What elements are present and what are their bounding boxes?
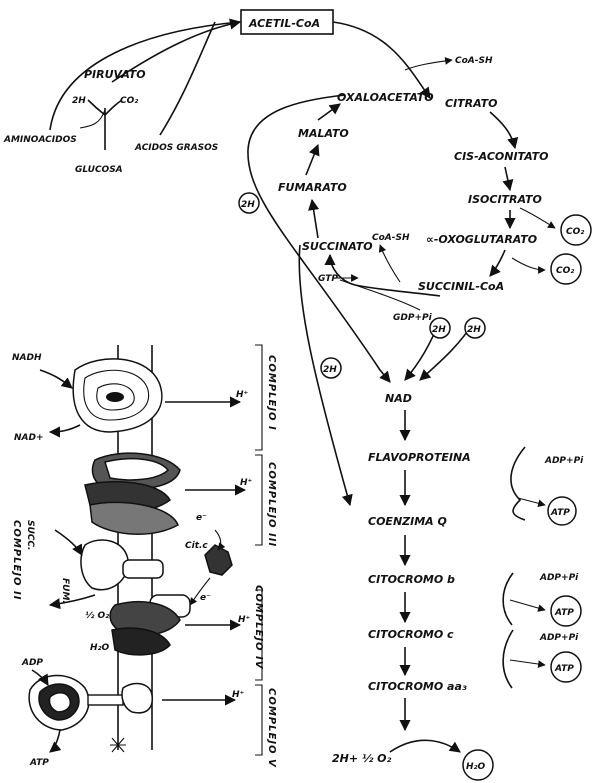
h-plus-i: H⁺ — [236, 390, 249, 400]
svg-text:2H: 2H — [467, 325, 481, 335]
piruvato-label: PIRUVATO — [84, 68, 146, 81]
complejo-iii-label: COMPLEJO III — [266, 462, 277, 547]
nadh-label: NADH — [12, 353, 42, 363]
svg-text:2H: 2H — [432, 325, 446, 335]
citocromo-aa3-label: CITOCROMO aa₃ — [368, 680, 467, 693]
gdp-pi-label: GDP+Pi — [393, 313, 433, 323]
2h-circle-malato: 2H — [239, 193, 259, 213]
fum-label: FUM. — [60, 578, 70, 604]
acetil-coa-label: ACETIL-CoA — [248, 17, 320, 30]
svg-text:ATP: ATP — [554, 664, 574, 674]
aminoacidos-label: AMINOACIDOS — [3, 135, 77, 145]
svg-text:CO₂: CO₂ — [566, 227, 584, 237]
co2-circle-2: CO₂ — [551, 254, 581, 284]
citocromo-b-label: CITOCROMO b — [368, 573, 455, 586]
succinato-label: SUCCINATO — [302, 240, 373, 253]
adp-membrane-label: ADP — [21, 658, 43, 668]
complex-iii-shape — [85, 453, 180, 534]
adp-pi-label-2: ADP+Pi — [539, 573, 579, 583]
svg-text:H₂O: H₂O — [466, 762, 485, 772]
flavoproteina-label: FLAVOPROTEINA — [368, 451, 471, 464]
svg-text:ATP: ATP — [554, 608, 574, 618]
coa-sh-top-label: CoA-SH — [455, 56, 493, 66]
2h-circle-succinato: 2H — [321, 358, 341, 378]
nad-label: NAD — [385, 392, 412, 405]
complejo-v-label: COMPLEJO V — [266, 688, 277, 768]
feeder-pathways: PIRUVATO 2H CO₂ AMINOACIDOS GLUCOSA ACID… — [3, 22, 240, 175]
h-plus-iii: H⁺ — [240, 478, 253, 488]
complejo-iv-label: COMPLEJO IV — [253, 585, 264, 670]
adp-pi-label-3: ADP+Pi — [539, 633, 579, 643]
succinil-coa-label: SUCCINIL-CoA — [418, 280, 504, 293]
electron-transport-chain: NAD FLAVOPROTEINA COENZIMA Q CITOCROMO b… — [332, 392, 584, 780]
adp-pi-label-1: ADP+Pi — [544, 456, 584, 466]
complex-iv-shape — [110, 595, 190, 655]
citocromo-c-label: CITOCROMO c — [368, 628, 454, 641]
complejo-ii-label: COMPLEJO II — [11, 520, 22, 600]
h2o-reaction-label: 2H+ ½ O₂ — [332, 752, 391, 765]
fumarato-label: FUMARATO — [278, 181, 347, 194]
atp-circle-1: ATP — [548, 497, 576, 525]
membrane-complexes: NADH NAD+ H⁺ COMPLEJO I H⁺ COMPLEJO III … — [11, 345, 277, 768]
alfa-oxoglutarato-label: ∝-OXOGLUTARATO — [426, 233, 537, 246]
malato-label: MALATO — [298, 127, 349, 140]
oxaloacetato-label: OXALOACETATO — [337, 91, 434, 104]
atp-circle-2: ATP — [551, 596, 581, 626]
svg-text:2H: 2H — [241, 200, 255, 210]
feeder-co2-label: CO₂ — [120, 96, 138, 106]
coa-sh-mid-label: CoA-SH — [372, 233, 410, 243]
atp-membrane-label: ATP — [29, 758, 49, 768]
h-plus-iv: H⁺ — [238, 615, 251, 625]
atp-circle-3: ATP — [551, 652, 581, 682]
complejo-i-label: COMPLEJO I — [266, 355, 277, 431]
half-o2-label: ½ O₂ — [85, 611, 109, 621]
cit-c-label: Cit.c — [185, 541, 208, 551]
svg-text:2H: 2H — [323, 365, 337, 375]
h2o-membrane-label: H₂O — [90, 643, 109, 653]
cis-aconitato-label: CIS-ACONITATO — [454, 150, 549, 163]
svg-text:ATP: ATP — [550, 508, 570, 518]
e-minus-1: e⁻ — [196, 513, 207, 523]
2h-circle-isocitrato: 2H — [430, 318, 450, 338]
citrato-label: CITRATO — [445, 97, 497, 110]
e-minus-2: e⁻ — [200, 593, 211, 603]
acetil-coa-node: ACETIL-CoA — [241, 10, 333, 34]
complex-ii-shape — [81, 540, 163, 590]
glucosa-label: GLUCOSA — [75, 165, 123, 175]
gtp-label: GTP — [318, 274, 338, 284]
h2o-circle: H₂O — [463, 750, 493, 780]
h-plus-v: H⁺ — [232, 690, 245, 700]
krebs-cycle: CoA-SH OXALOACETATO CITRATO CIS-ACONITAT… — [239, 22, 591, 505]
coenzima-q-label: COENZIMA Q — [368, 515, 447, 528]
co2-circle-1: CO₂ — [561, 215, 591, 245]
succ-label: SUCC. — [25, 520, 35, 550]
acidos-grasos-label: ACIDOS GRASOS — [134, 143, 218, 153]
nad-plus-label: NAD+ — [14, 433, 44, 443]
feeder-2h-label: 2H — [72, 96, 86, 106]
isocitrato-label: ISOCITRATO — [468, 193, 542, 206]
complex-i-shape — [73, 359, 162, 432]
2h-circle-oxoglutarato: 2H — [465, 318, 485, 338]
svg-text:CO₂: CO₂ — [556, 266, 574, 276]
